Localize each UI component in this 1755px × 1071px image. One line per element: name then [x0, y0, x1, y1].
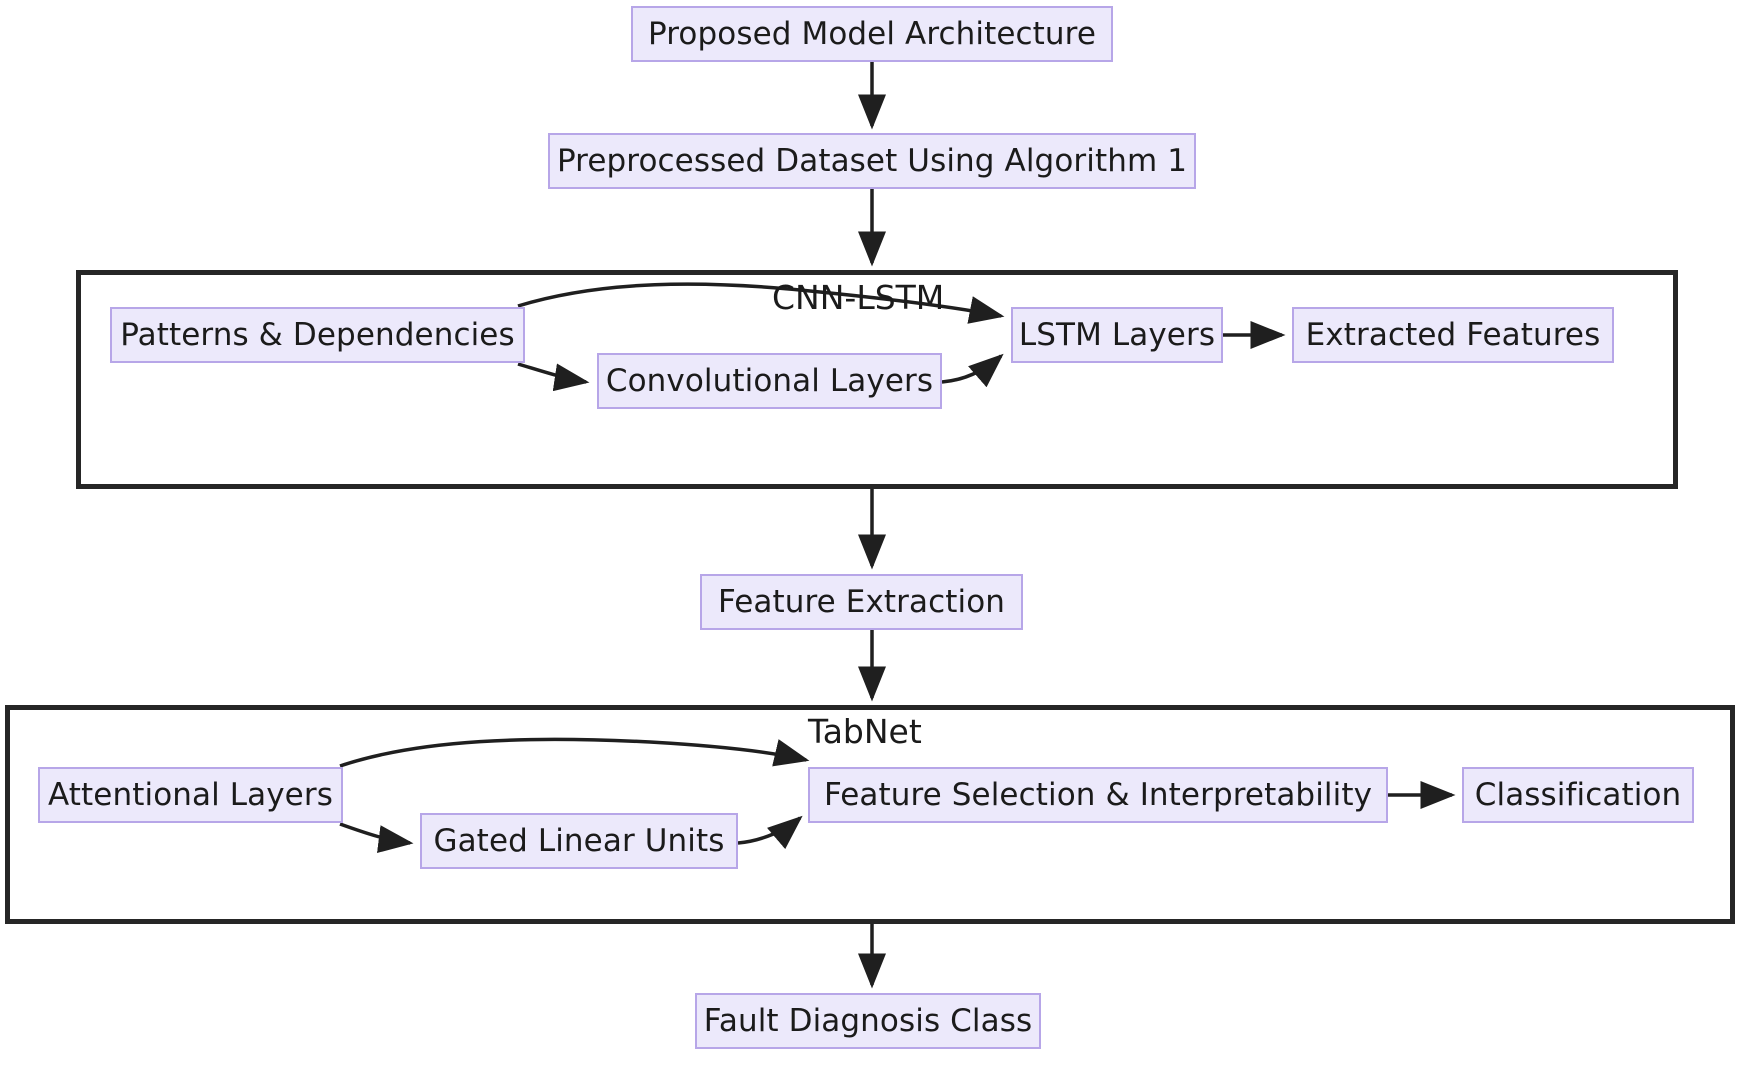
- node-convolutional-layers[interactable]: Convolutional Layers: [597, 353, 942, 409]
- node-lstm-layers[interactable]: LSTM Layers: [1011, 307, 1223, 363]
- cluster-label-cnn-lstm: CNN-LSTM: [772, 278, 945, 317]
- node-attentional-layers[interactable]: Attentional Layers: [38, 767, 343, 823]
- node-feature-extraction[interactable]: Feature Extraction: [700, 574, 1023, 630]
- node-proposed-model-architecture[interactable]: Proposed Model Architecture: [631, 6, 1113, 62]
- node-feature-selection-interpretability[interactable]: Feature Selection & Interpretability: [808, 767, 1388, 823]
- cluster-cnn-lstm: [76, 270, 1678, 489]
- node-fault-diagnosis-class[interactable]: Fault Diagnosis Class: [695, 993, 1041, 1049]
- node-classification[interactable]: Classification: [1462, 767, 1694, 823]
- node-extracted-features[interactable]: Extracted Features: [1292, 307, 1614, 363]
- node-gated-linear-units[interactable]: Gated Linear Units: [420, 813, 738, 869]
- node-patterns-and-dependencies[interactable]: Patterns & Dependencies: [110, 307, 525, 363]
- cluster-label-tabnet: TabNet: [808, 712, 922, 751]
- node-preprocessed-dataset[interactable]: Preprocessed Dataset Using Algorithm 1: [548, 133, 1196, 189]
- cluster-tabnet: [5, 705, 1735, 924]
